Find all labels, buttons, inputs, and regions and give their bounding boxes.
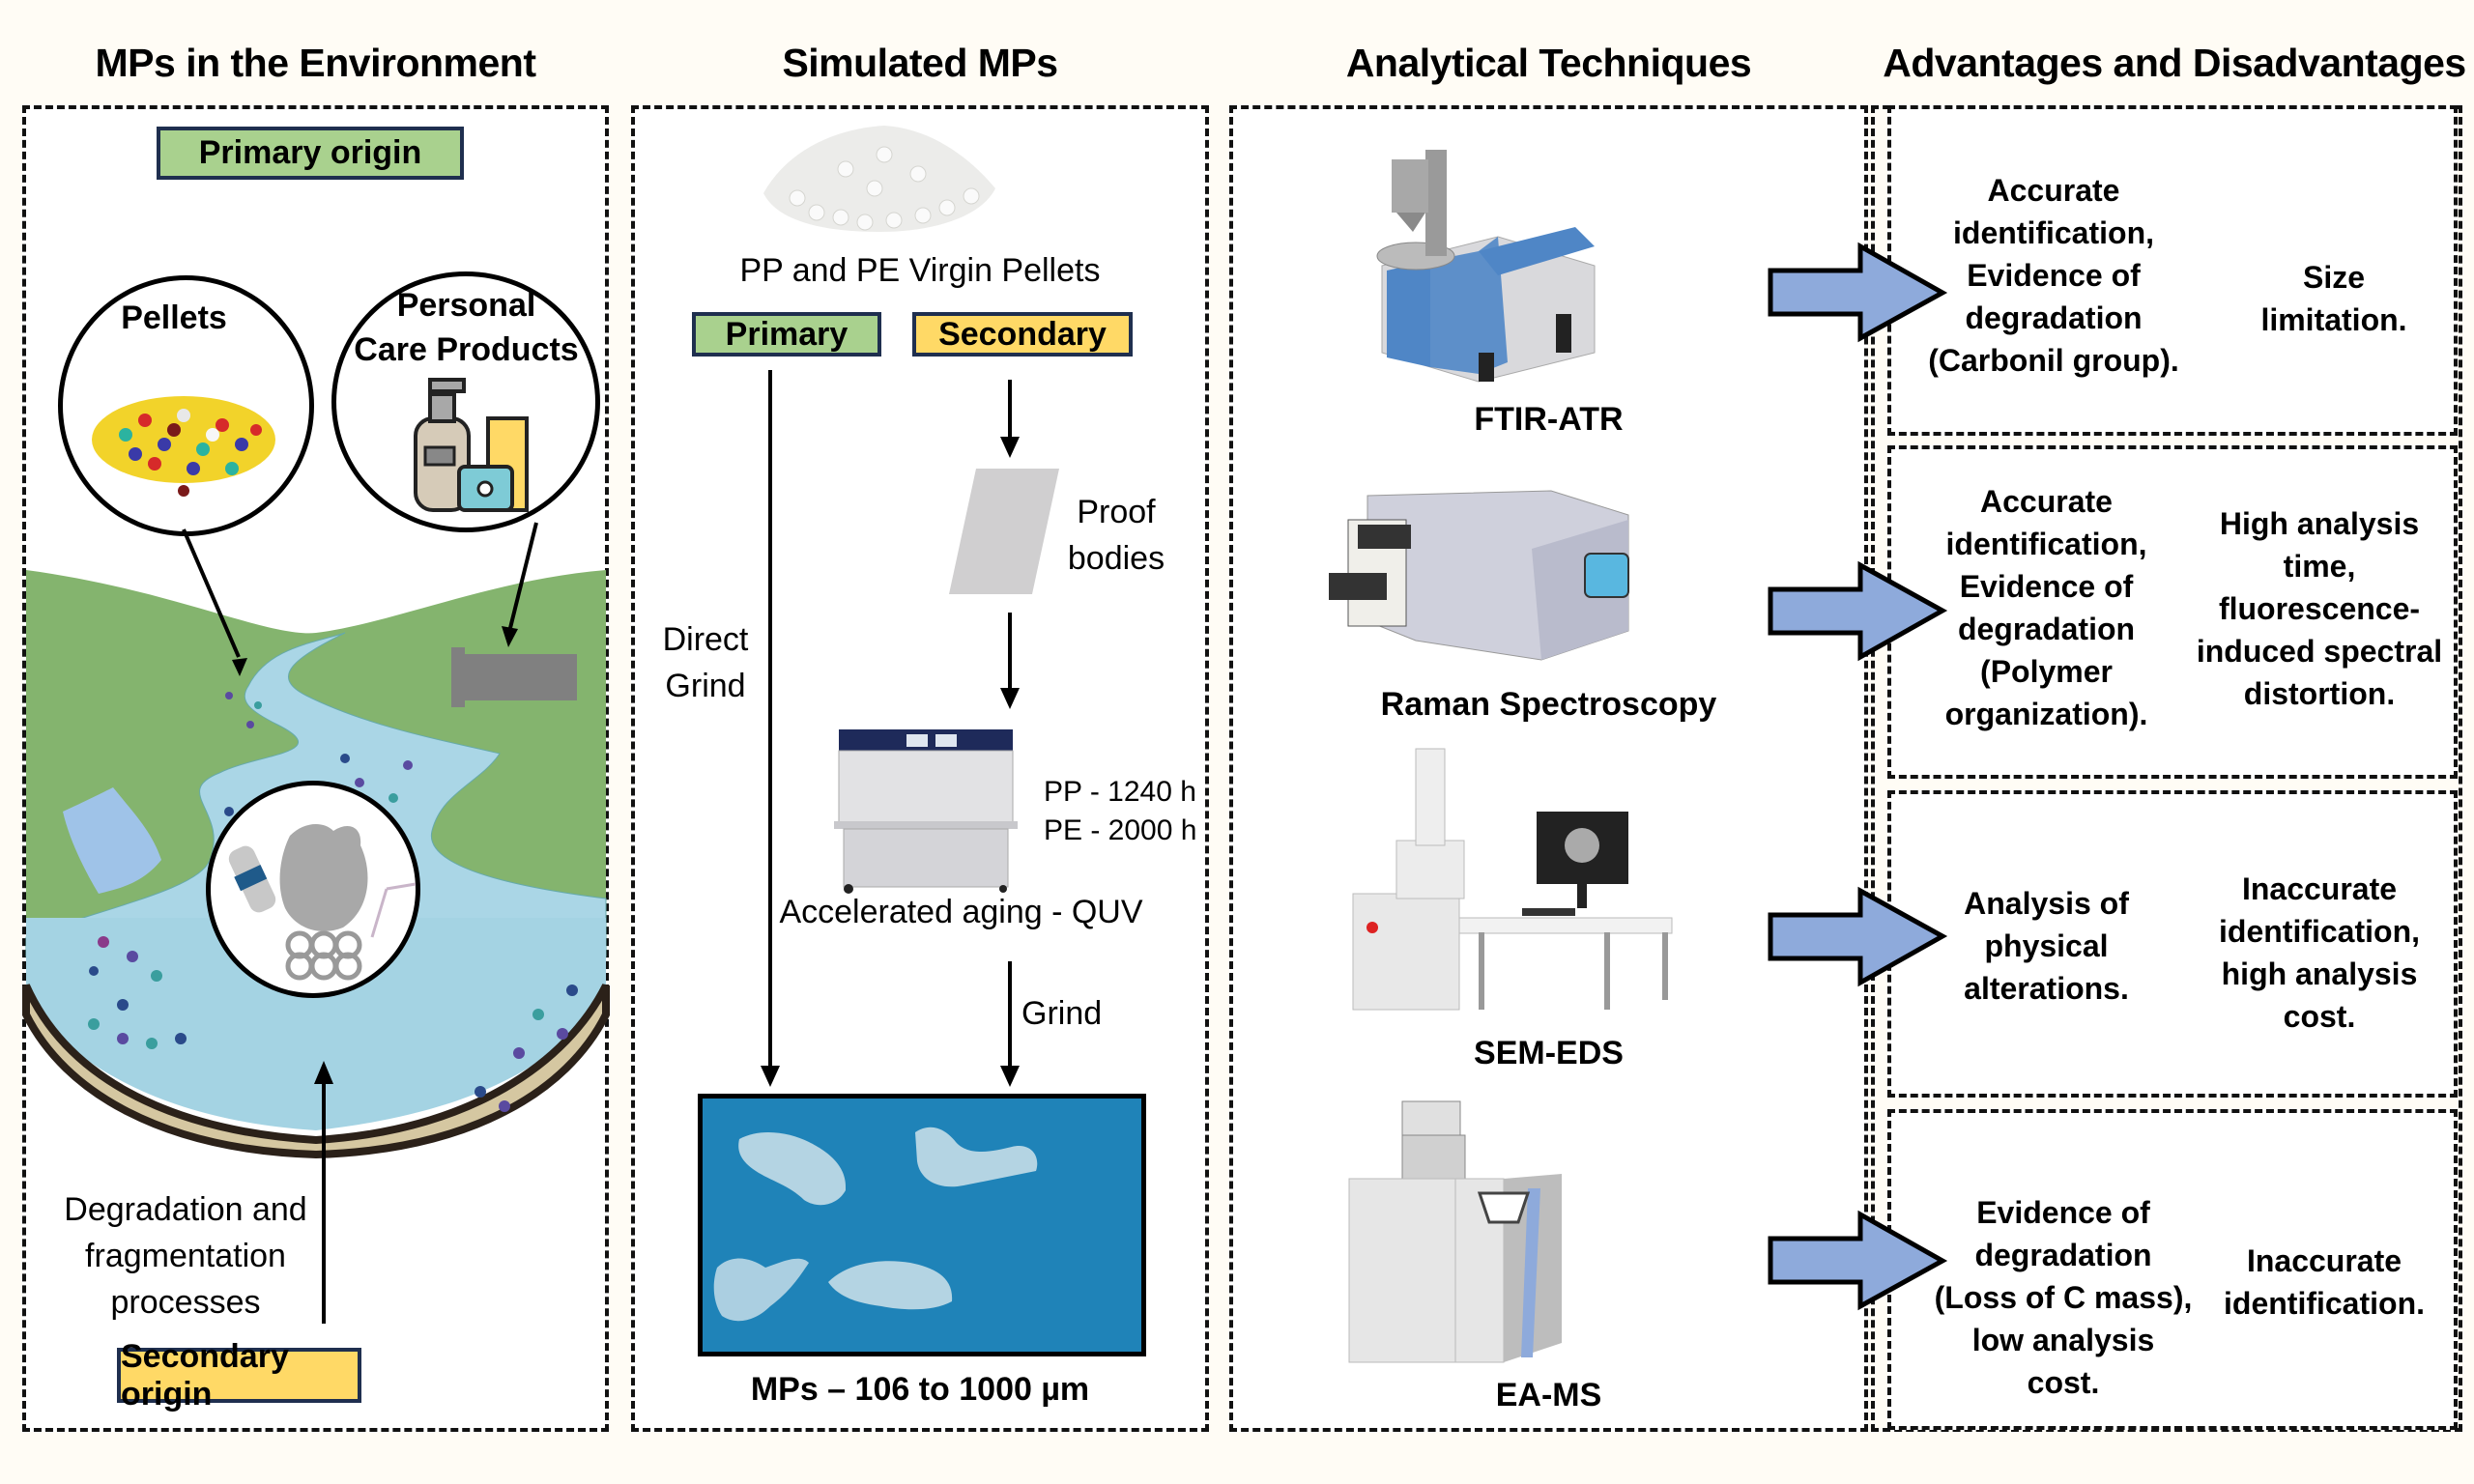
aging-time-pe: PE - 2000 h (1044, 814, 1197, 846)
advantages-eams: Evidence of degradation (Loss of C mass)… (1934, 1195, 2193, 1400)
arrow-raman (1768, 560, 1948, 662)
advantages-raman: Accurate identification, Evidence of deg… (1944, 484, 2148, 731)
simulated-column-title: Simulated MPs (782, 41, 1058, 85)
advantages-sem: Analysis of physical alterations. (1964, 886, 2129, 1006)
pellets-to-river-arrow (182, 522, 538, 676)
white-pellets-pile-icon (763, 126, 995, 232)
environment-column-title: MPs in the Environment (95, 41, 537, 85)
secondary-tag: Secondary (912, 312, 1133, 357)
disadvantages-ftir: Size limitation. (2260, 260, 2407, 337)
primary-tag: Primary (692, 312, 881, 357)
arrow-eams (1768, 1210, 1948, 1311)
virgin-pellets-label: PP and PE Virgin Pellets (739, 252, 1101, 289)
accelerated-aging-label: Accelerated aging - QUV (779, 894, 1143, 930)
colored-pellets-icon (92, 396, 275, 497)
grind-arrow-head (1000, 1066, 1020, 1087)
direct-grind-label: Direct Grind (662, 621, 749, 704)
grind-label: Grind (1021, 995, 1103, 1032)
primary-origin-tag: Primary origin (157, 127, 464, 180)
plastic-debris-icon (228, 824, 417, 981)
to-proof-bodies-arrow-line (1008, 380, 1012, 438)
discharge-pipe-icon (451, 654, 577, 700)
grind-arrow-line (1008, 961, 1012, 1070)
degradation-arrow-line (322, 1070, 326, 1324)
evaluation-box-ftir (1887, 105, 2458, 436)
advantages-ftir: Accurate identification, Evidence of deg… (1928, 173, 2179, 378)
to-aging-arrow-head (1000, 688, 1020, 709)
degradation-arrow-head (314, 1061, 333, 1084)
technique-name-eams: EA-MS (1495, 1377, 1602, 1413)
to-aging-arrow-line (1008, 613, 1012, 690)
raman-spectrometer-icon (1329, 490, 1629, 661)
quv-chamber-icon (834, 729, 1018, 894)
plastic-fragments-icon (713, 1127, 1038, 1322)
to-proof-bodies-arrow-head (1000, 437, 1020, 458)
degradation-label: Degradation and fragmentation processes (64, 1191, 307, 1321)
disadvantages-raman: High analysis time, fluorescence- induce… (2196, 506, 2443, 711)
secondary-origin-tag: Secondary origin (117, 1338, 361, 1413)
technique-name-sem: SEM-EDS (1474, 1035, 1624, 1071)
riverbank (22, 984, 610, 1159)
proof-bodies-label: Proof bodies (1067, 494, 1165, 577)
lake (26, 918, 606, 1130)
microplastics-photo (698, 1094, 1146, 1356)
plastic-bag-icon (63, 787, 161, 894)
technique-arrows (1768, 242, 1948, 1311)
technique-name-ftir: FTIR-ATR (1474, 401, 1624, 438)
arrow-ftir (1768, 242, 1948, 343)
cosmetics-icon (414, 378, 529, 512)
evaluation-box-raman (1887, 445, 2458, 779)
evaluation-box-sem (1887, 790, 2458, 1098)
ftir-spectrometer-icon (1376, 150, 1596, 383)
mps-size-label: MPs – 106 to 1000 µm (750, 1371, 1090, 1408)
direct-grind-arrow-line (768, 370, 772, 1070)
proof-body-shape (949, 469, 1059, 594)
electron-microscope-icon (1352, 748, 1673, 1011)
pellets-label: Pellets (121, 300, 227, 336)
aging-time-pp: PP - 1240 h (1044, 776, 1196, 808)
elemental-analyzer-icon (1348, 1100, 1562, 1363)
disadvantages-sem: Inaccurate identification, high analysis… (2219, 871, 2420, 1034)
personal-care-label: Personal Care Products (354, 287, 579, 368)
arrow-sem (1768, 886, 1948, 987)
disadvantages-eams: Inaccurate identification. (2224, 1243, 2425, 1321)
techniques-column-title: Analytical Techniques (1345, 41, 1752, 85)
direct-grind-arrow-head (761, 1066, 780, 1087)
technique-name-raman: Raman Spectroscopy (1380, 686, 1717, 723)
evaluation-box-eams (1887, 1109, 2458, 1430)
evaluation-column-title: Advantages and Disadvantages (1883, 41, 2466, 85)
